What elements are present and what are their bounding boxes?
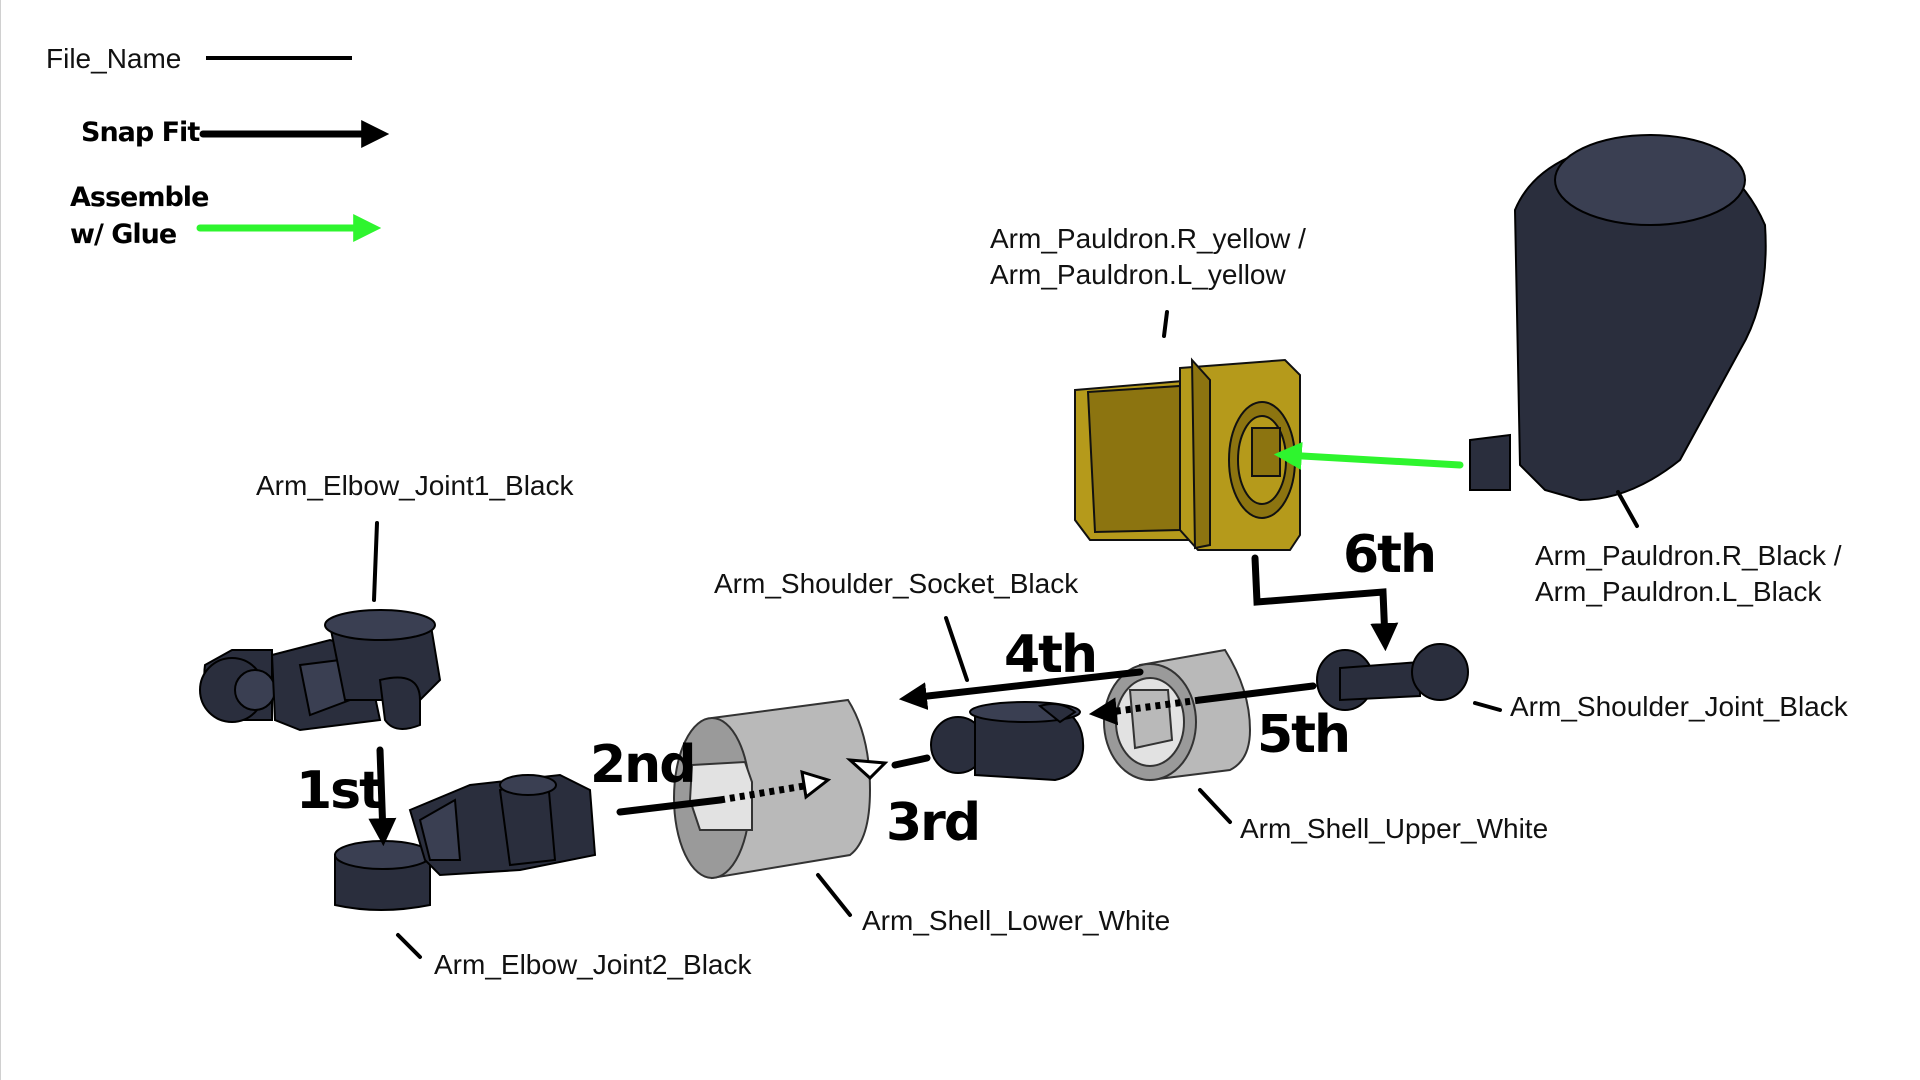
label-shell-lower: Arm_Shell_Lower_White [862, 905, 1170, 936]
leader-shoulder-joint [1473, 701, 1502, 712]
elbow-joint2-part [334, 773, 597, 911]
label-pauldron-yellow-l: Arm_Pauldron.L_yellow [990, 259, 1286, 290]
pauldron-yellow-part [1074, 357, 1301, 551]
label-shoulder-joint: Arm_Shoulder_Joint_Black [1510, 691, 1849, 722]
leader-elbow-joint1 [372, 521, 379, 602]
glue-arrow-pauldron [1273, 441, 1464, 470]
label-pauldron-black-l: Arm_Pauldron.L_Black [1535, 576, 1822, 607]
leader-shoulder-socket [944, 616, 969, 682]
arrow-step-5 [1196, 682, 1317, 704]
legend-snap-fit: Snap Fit [81, 117, 200, 148]
connectors [368, 310, 1639, 959]
legend-assemble-line1: Assemble [70, 182, 208, 213]
label-shoulder-socket: Arm_Shoulder_Socket_Black [714, 568, 1079, 599]
step-label-1st: 1st [296, 761, 383, 821]
step-labels: 1st 2nd 3rd 4th 5th 6th [296, 525, 1437, 853]
leader-elbow-joint2 [396, 933, 422, 959]
step-label-3rd: 3rd [886, 793, 979, 853]
arrow-step-3 [891, 754, 931, 769]
label-elbow-joint2: Arm_Elbow_Joint2_Black [434, 949, 752, 980]
arrow-step-5-tail [1088, 697, 1119, 726]
pauldron-black-part [1469, 134, 1767, 502]
shell-upper-part [1103, 648, 1252, 782]
arrow-step-4 [898, 668, 1144, 711]
step-label-2nd: 2nd [590, 735, 694, 795]
label-pauldron-yellow-r: Arm_Pauldron.R_yellow / [990, 223, 1306, 254]
arrow-step-2 [616, 796, 724, 816]
label-shell-upper: Arm_Shell_Upper_White [1240, 813, 1548, 844]
legend-assemble-line2: w/ Glue [70, 219, 176, 250]
step-label-6th: 6th [1343, 525, 1435, 585]
step-label-4th: 4th [1004, 625, 1096, 685]
leader-shell-upper [1198, 788, 1232, 824]
label-pauldron-black-r: Arm_Pauldron.R_Black / [1535, 540, 1842, 571]
leader-shell-lower [816, 873, 852, 917]
legend: File_Name Snap Fit Assemble w/ Glue [46, 43, 390, 250]
arrow-step-6 [1251, 554, 1399, 652]
legend-file-name: File_Name [46, 43, 181, 74]
part-labels: Arm_Elbow_Joint1_Black Arm_Elbow_Joint2_… [256, 223, 1849, 980]
shoulder-socket-part [930, 701, 1085, 782]
arrow-step-2-head [800, 769, 832, 800]
leader-pauldron-black [1616, 490, 1639, 528]
shoulder-joint-part [1316, 643, 1469, 711]
leader-pauldron-yellow [1162, 310, 1169, 338]
step-label-5th: 5th [1257, 705, 1349, 765]
arrow-step-1 [368, 746, 397, 847]
label-elbow-joint1: Arm_Elbow_Joint1_Black [256, 470, 574, 501]
elbow-joint1-part [199, 609, 442, 732]
